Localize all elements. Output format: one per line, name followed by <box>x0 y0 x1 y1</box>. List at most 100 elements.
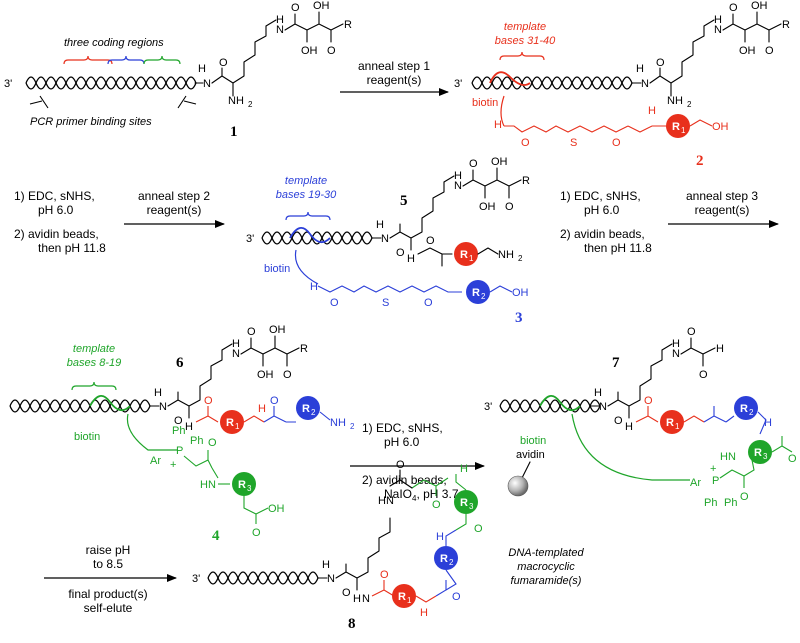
svg-text:S: S <box>382 297 389 309</box>
svg-text:anneal step 2: anneal step 2 <box>138 189 210 203</box>
compound-8-label: 8 <box>348 616 356 632</box>
compound-5: 3' template bases 19-30 biotin H O S O R… <box>246 156 530 309</box>
compound-6-label: 6 <box>176 355 184 371</box>
r2-circle <box>466 280 490 304</box>
svg-text:H: H <box>716 343 724 355</box>
svg-text:template: template <box>504 21 546 33</box>
svg-text:H: H <box>714 14 722 26</box>
svg-text:O: O <box>521 137 530 149</box>
svg-text:H: H <box>276 14 284 26</box>
svg-text:R: R <box>672 121 680 133</box>
svg-text:OH: OH <box>301 45 318 57</box>
svg-text:3': 3' <box>454 78 462 90</box>
svg-text:R: R <box>300 343 308 355</box>
svg-text:3: 3 <box>469 502 474 511</box>
product-description: DNA-templated macrocyclic fumaramide(s) <box>508 547 584 587</box>
svg-text:1: 1 <box>681 126 686 135</box>
svg-text:NH: NH <box>330 417 346 429</box>
svg-text:R: R <box>782 19 790 31</box>
arrow-anneal-2: anneal step 2 reagent(s) <box>124 189 225 228</box>
svg-text:O: O <box>283 369 292 381</box>
svg-text:R: R <box>460 249 468 261</box>
svg-text:N: N <box>208 479 216 491</box>
svg-text:bases 31-40: bases 31-40 <box>495 35 556 47</box>
svg-text:R: R <box>522 175 530 187</box>
svg-text:O: O <box>342 587 351 599</box>
compound-3-label: 3 <box>515 310 523 326</box>
coding-region-red <box>63 55 113 65</box>
svg-text:2: 2 <box>449 558 454 567</box>
svg-text:1) EDC, sNHS,: 1) EDC, sNHS, <box>14 189 95 203</box>
svg-text:OH: OH <box>512 287 529 299</box>
svg-text:Ph: Ph <box>724 497 737 509</box>
compound-1-label: 1 <box>230 124 238 140</box>
svg-text:N: N <box>327 573 335 585</box>
svg-text:NH: NH <box>667 95 683 107</box>
svg-text:OH: OH <box>268 503 285 515</box>
svg-text:macrocyclic: macrocyclic <box>517 561 575 573</box>
svg-text:H: H <box>198 63 206 75</box>
svg-text:H: H <box>353 593 361 605</box>
svg-text:N: N <box>362 593 370 605</box>
svg-text:R: R <box>238 479 246 491</box>
svg-text:P: P <box>176 445 183 457</box>
svg-text:2: 2 <box>481 292 486 301</box>
svg-text:R: R <box>344 19 352 31</box>
svg-text:H: H <box>322 559 330 571</box>
svg-text:template: template <box>73 343 115 355</box>
svg-text:H: H <box>454 170 462 182</box>
svg-text:H: H <box>672 338 680 350</box>
svg-text:R: R <box>740 403 748 415</box>
svg-text:avidin: avidin <box>516 449 545 461</box>
svg-text:O: O <box>174 415 183 427</box>
svg-text:2: 2 <box>248 100 253 109</box>
conditions-final: raise pH to 8.5 final product(s) self-el… <box>44 543 177 615</box>
svg-text:H: H <box>185 421 193 433</box>
svg-text:R: R <box>666 417 674 429</box>
svg-text:R: R <box>754 447 762 459</box>
svg-text:reagent(s): reagent(s) <box>147 203 202 217</box>
svg-text:2: 2 <box>687 100 692 109</box>
svg-text:O: O <box>474 523 483 535</box>
svg-text:N: N <box>386 495 394 507</box>
svg-text:O: O <box>380 569 389 581</box>
compound-2: 3' template bases 31-40 biotin H O S O R… <box>454 0 790 149</box>
svg-text:O: O <box>330 297 339 309</box>
svg-text:2: 2 <box>518 254 523 263</box>
compound-6: template bases 8-19 biotin Ar P + Ph Ph … <box>9 324 355 539</box>
svg-text:final product(s): final product(s) <box>68 587 147 601</box>
coding-regions-label: three coding regions <box>64 37 164 49</box>
svg-text:N: N <box>714 24 722 36</box>
svg-text:1) EDC, sNHS,: 1) EDC, sNHS, <box>560 189 641 203</box>
svg-text:OH: OH <box>269 324 286 336</box>
svg-text:2: 2 <box>311 408 316 417</box>
svg-text:S: S <box>570 137 577 149</box>
svg-text:2) avidin beads,: 2) avidin beads, <box>560 227 645 241</box>
svg-text:reagent(s): reagent(s) <box>695 203 750 217</box>
svg-text:O: O <box>612 137 621 149</box>
svg-text:R: R <box>398 591 406 603</box>
svg-text:H: H <box>494 119 502 131</box>
svg-text:anneal step 3: anneal step 3 <box>686 189 758 203</box>
svg-text:N: N <box>276 24 284 36</box>
r1-circle <box>666 114 690 138</box>
svg-text:biotin: biotin <box>74 431 100 443</box>
svg-text:H: H <box>636 63 644 75</box>
r3-circle <box>232 472 256 496</box>
svg-text:R: R <box>226 417 234 429</box>
svg-text:3: 3 <box>763 452 768 461</box>
svg-text:1: 1 <box>235 422 240 431</box>
svg-text:H: H <box>407 253 415 265</box>
svg-text:O: O <box>204 395 213 407</box>
avidin-bead <box>507 475 529 497</box>
annealed-region-red <box>489 71 531 86</box>
svg-text:self-elute: self-elute <box>84 601 133 615</box>
svg-text:raise pH: raise pH <box>86 543 131 557</box>
arrow-anneal-1: anneal step 1 reagent(s) <box>340 59 449 96</box>
svg-text:biotin: biotin <box>264 263 290 275</box>
svg-text:H: H <box>378 495 386 507</box>
svg-text:O: O <box>699 369 708 381</box>
primer-sites-label: PCR primer binding sites <box>30 116 152 128</box>
svg-text:pH 6.0: pH 6.0 <box>584 203 620 217</box>
